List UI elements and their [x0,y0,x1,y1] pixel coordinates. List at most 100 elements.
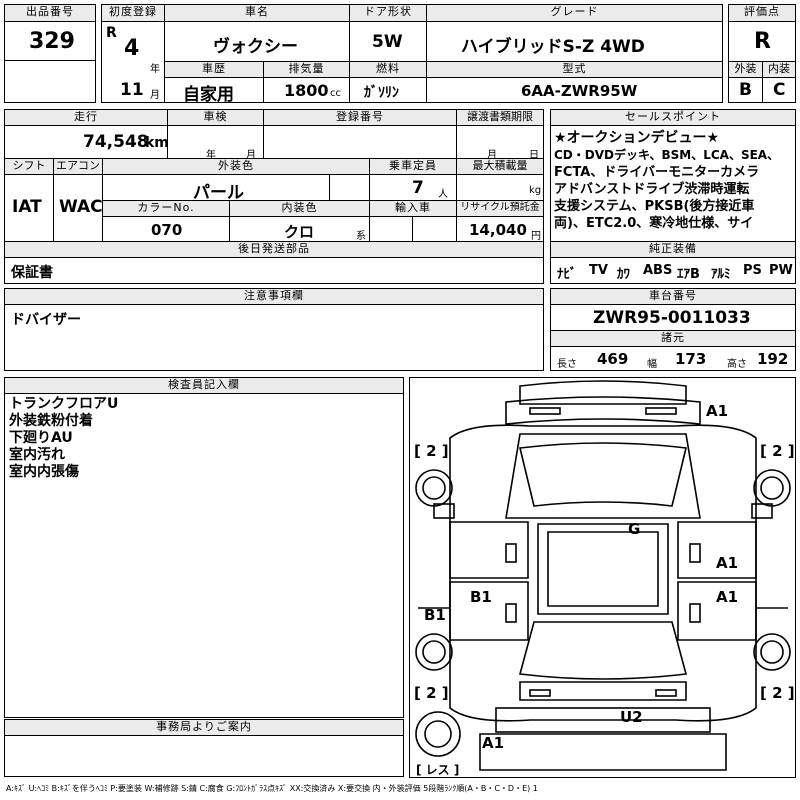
chassis-number: ZWR95-0011033 [593,308,751,328]
door-label: ドア形状 [349,4,427,22]
lot-number: 329 [29,29,75,54]
displacement-cell: 1800 cc [263,77,350,103]
capacity-unit: 人 [438,189,448,200]
transfer-month-unit: 月 [487,150,497,159]
load-cell: kg [456,174,544,201]
int-rating-cell: C [762,77,796,103]
capacity: 7 [412,178,424,198]
grade: ハイブリッドS-Z 4WD [461,37,645,57]
load-unit: kg [529,185,542,196]
office-label: 事務局よりご案内 [4,719,404,736]
sales-point-line-1: ★オークションデビュー★ [554,130,720,146]
rating-label: 評価点 [728,4,796,22]
mark-quarter-left: B1 [424,606,446,624]
sales-point-line-5: 支援システム、PKSB(後方接近車 [554,199,755,214]
specs-label: 諸元 [550,330,796,347]
import-cell-left [369,216,413,242]
shift-label: シフト [4,158,54,175]
equipment-label: 純正装備 [550,241,796,258]
car-outline-drawing: A1 [ 2 ] [ 2 ] G A1 B1 A1 B1 [ 2 ] [ 2 ]… [414,380,795,777]
mark-tire-fl: [ 2 ] [414,442,449,460]
model-cell: 6AA-ZWR95W [426,77,723,103]
transfer-label: 譲渡書類期限 [456,109,544,126]
aircon-label: エアコン [53,158,103,175]
office-cell [4,735,404,777]
color-no-label: カラーNo. [102,200,230,217]
door-type: 5W [372,32,403,52]
recycle-cell: 14,040 円 [456,216,544,242]
inspector-line-3: 下廻りAU [9,430,73,446]
height-label: 高さ [727,359,747,370]
ext-rating-label: 外装 [728,61,763,78]
chassis-cell: ZWR95-0011033 [550,304,796,331]
equip-tv: TV [589,263,608,278]
import-cell-right [412,216,457,242]
inspector-line-4: 室内汚れ [9,447,65,463]
mileage-cell: 74,548 km [4,125,168,159]
model: 6AA-ZWR95W [521,82,638,100]
inspector-line-5: 室内内張傷 [9,464,79,480]
recycle-label: リサイクル預託金 [456,200,544,217]
mark-windshield: G [628,520,640,538]
mark-tire-rl: [ 2 ] [414,684,449,702]
later-parts-cell: 保証書 [4,257,544,284]
width-label: 幅 [647,359,657,370]
capacity-cell: 7 人 [369,174,457,201]
door-cell: 5W [349,21,427,62]
inspector-line-2: 外装鉄粉付着 [9,413,93,429]
equip-pw: PW [769,263,793,278]
displacement-label: 排気量 [263,61,350,78]
transfer-cell: 月 日 [456,125,544,159]
first-reg-month-unit: 月 [150,90,160,101]
mark-spare: [ レス ] [416,763,459,777]
reg-no-cell [263,125,457,159]
grade-label: グレード [426,4,723,22]
mark-door-rr: A1 [716,588,738,606]
ext-color-cell: パール [102,174,330,201]
inspection-label: 車検 [167,109,264,126]
int-color-cell: クロ 系 [229,216,370,242]
later-parts: 保証書 [11,265,53,281]
ext-color-label: 外装色 [102,158,370,175]
width: 173 [675,350,707,368]
inspection-month-unit: 月 [246,150,256,159]
height: 192 [757,350,789,368]
fuel: ｶﾞｿﾘﾝ [364,85,399,101]
int-color: クロ [284,223,315,241]
ext-rating-cell: B [728,77,763,103]
length: 469 [597,350,629,368]
displacement-unit: cc [330,88,341,99]
sales-point-line-4: アドバンストドライブ渋滞時運転 [554,182,750,197]
inspector-cell: トランクフロアU 外装鉄粉付着 下廻りAU 室内汚れ 室内内張傷 [4,393,404,718]
car-name-cell: ヴォクシー [164,21,350,62]
shift-cell: IAT [4,174,54,242]
first-reg-year: 4 [124,36,140,61]
color-no: 070 [151,221,183,239]
int-color-suffix: 系 [356,231,366,242]
int-rating-label: 内装 [762,61,796,78]
mark-tire-rr: [ 2 ] [760,684,795,702]
damage-legend: A:ｷｽﾞ U:ﾍｺﾐ B:ｷｽﾞを伴うﾍｺﾐ P:要塗装 W:補修跡 S:錆 … [6,784,538,793]
capacity-label: 乗車定員 [369,158,457,175]
equip-ps: PS [743,263,762,278]
color-no-cell: 070 [102,216,230,242]
fuel-cell: ｶﾞｿﾘﾝ [349,77,427,103]
caution-cell: ドバイザー [4,304,544,371]
history: 自家用 [183,85,234,103]
ext-color-blank [329,174,370,201]
grade-cell: ハイブリッドS-Z 4WD [426,21,723,62]
int-color-label: 内装色 [229,200,370,217]
sales-point-line-2: CD・DVDデッキ、BSM、LCA、SEA、 [554,148,780,162]
car-name: ヴォクシー [213,37,298,57]
reg-no-label: 登録番号 [263,109,457,126]
equip-leather: ｶﾜ [617,267,630,282]
later-parts-label: 後日発送部品 [4,241,544,258]
equip-navi: ﾅﾋﾞ [557,267,577,282]
length-label: 長さ [557,359,577,370]
mark-tire-fr: [ 2 ] [760,442,795,460]
sales-point-label: セールスポイント [550,109,796,126]
ext-color: パール [193,183,244,201]
mileage-label: 走行 [4,109,168,126]
equip-alloy: ｱﾙﾐ [711,267,731,282]
lot-cell: 329 [4,21,96,61]
